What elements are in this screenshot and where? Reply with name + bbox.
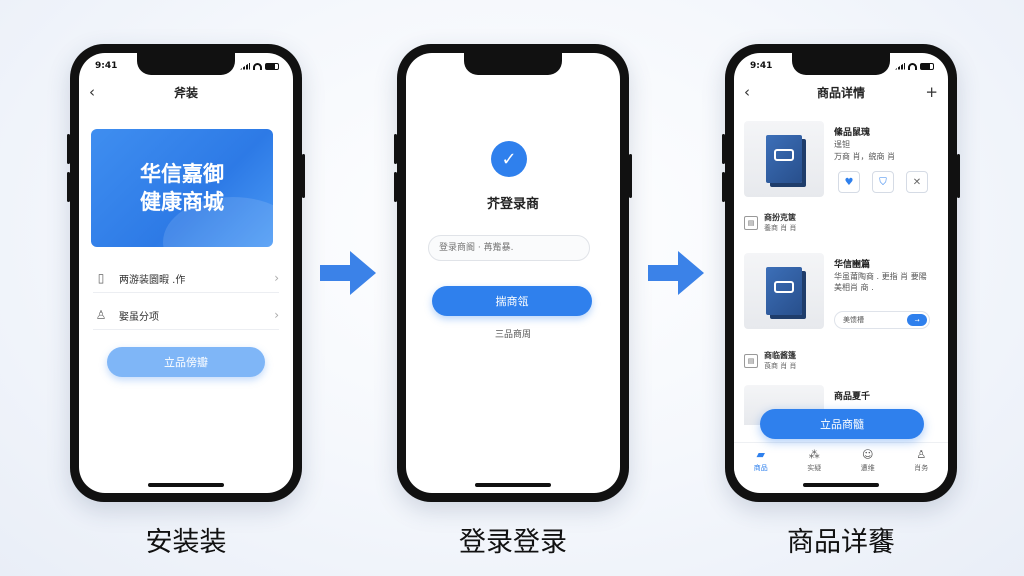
phone-product-detail: 9:41 ‹ 商品详情 + 絛品鼠瑰 逞钽 万商 肖，綂商 肖 ♥ ⛉ ✕ ▤ … [722,44,960,502]
section-row[interactable]: ▤ 商扮克箧養商 肖 肖 [744,211,938,235]
tab-label: 商品 [753,463,768,472]
share-icon[interactable]: ✕ [906,171,928,193]
home-indicator [148,483,224,487]
tab-home[interactable]: ▰ 商品 [754,448,768,473]
quantity-field[interactable]: 美馈槽 → [834,311,930,329]
list-item-document[interactable]: ▯ 两游装圜暇 .作 › [93,264,279,293]
home-indicator [803,483,879,487]
status-bar: 9:41 [95,59,279,73]
nav-bar: ‹ 商品详情 + [734,81,948,103]
status-time: 9:41 [95,61,118,71]
notch [792,53,890,75]
tab-label: 实疑 [807,463,822,472]
cart-icon[interactable]: ⛉ [872,171,894,193]
shop-bag-icon: ▰ [756,447,765,461]
login-button-label: 揣商瓴 [495,295,529,308]
wifi-icon [908,62,917,70]
nav-bar: ‹ 斧装 [79,81,293,103]
product-title: 絛品鼠瑰 [834,128,871,138]
product-image[interactable] [744,121,824,197]
tab-cart[interactable]: ☺ 遭维 [861,448,875,473]
tab-bar: ▰ 商品 ⁂ 实疑 ☺ 遭维 ♙ 肖务 [734,442,948,477]
screen-product-detail: 9:41 ‹ 商品详情 + 絛品鼠瑰 逞钽 万商 肖，綂商 肖 ♥ ⛉ ✕ ▤ … [734,53,948,493]
install-button-label: 立品傍瓣 [164,356,208,369]
login-input[interactable] [428,235,590,261]
product-sub: 逞钽 [834,140,850,149]
document-icon: ▯ [97,271,105,285]
page-title: 商品详情 [816,85,865,100]
secondary-link[interactable]: 三品商周 [494,330,531,340]
tab-label: 遭维 [860,463,875,472]
login-button[interactable]: 揣商瓴 [432,286,592,316]
section-title: 商临酱篷 [764,351,796,361]
signal-icon [240,62,250,70]
status-time: 9:41 [750,61,773,71]
back-icon[interactable]: ‹ [744,83,750,101]
caption-login: 登录登录 [459,527,567,558]
field-button[interactable]: → [907,314,927,326]
install-button[interactable]: 立品傍瓣 [107,347,265,377]
buy-now-button[interactable]: 立品商髓 [760,409,924,439]
banner-line-2: 健康商城 [140,190,224,214]
screen-login: ✓ 芥登录商 揣商瓴 三品商周 [406,53,620,493]
product-sub: 万商 肖，綂商 肖 [834,152,896,161]
page-title: 斧装 [173,85,198,100]
section-sub: 養商 肖 肖 [764,223,797,232]
notch [137,53,235,75]
chevron-right-icon: › [274,271,279,285]
phone-login: ✓ 芥登录商 揣商瓴 三品商周 [394,44,632,502]
battery-icon [265,62,279,70]
favorite-icon[interactable]: ♥ [838,171,860,193]
arrow-right-icon [320,251,376,295]
list-item-user[interactable]: ♙ 娶虽分项 › [93,301,279,330]
tab-profile[interactable]: ♙ 肖务 [914,448,928,473]
message-icon: ☺ [862,447,874,461]
field-text: 美馈槽 [843,316,864,324]
list-item-label: 娶虽分项 [119,311,159,323]
user-icon: ♙ [916,447,927,461]
app-banner: 华信嘉御 健康商城 [91,129,273,247]
caption-product: 商品详饔 [787,527,895,558]
section-sub: 莨商 肖 肖 [764,361,797,370]
section-row[interactable]: ▤ 商临酱篷莨商 肖 肖 [744,349,938,373]
check-icon: ✓ [491,141,527,177]
shop-icon: ▤ [744,216,758,230]
product-desc: 华虽莆陶商 . 更指 肖 要陽 美相肖 商 . [834,272,927,293]
user-icon: ♙ [95,308,107,322]
tab-label: 肖务 [914,463,929,472]
section-title: 商扮克箧 [764,213,796,223]
caption-install: 安装装 [145,527,227,558]
product-title: 华信豳篇 [834,260,871,270]
back-icon[interactable]: ‹ [89,83,95,101]
product-title: 商品夏千 [834,392,871,402]
arrow-right-icon [648,251,704,295]
battery-icon [920,62,934,70]
status-bar: 9:41 [750,59,934,73]
wifi-icon [253,62,262,70]
screen-install: 9:41 ‹ 斧装 华信嘉御 健康商城 ▯ 两游装圜暇 .作 › ♙ 娶虽分项 … [79,53,293,493]
login-title: 芥登录商 [486,197,539,212]
shop-icon: ▤ [744,354,758,368]
banner-line-1: 华信嘉御 [140,161,224,186]
phone-install: 9:41 ‹ 斧装 华信嘉御 健康商城 ▯ 两游装圜暇 .作 › ♙ 娶虽分项 … [67,44,305,502]
product-image[interactable] [744,253,824,329]
home-indicator [475,483,551,487]
signal-icon [895,62,905,70]
list-item-label: 两游装圜暇 .作 [119,274,186,286]
chevron-right-icon: › [274,308,279,322]
grid-icon: ⁂ [808,447,820,461]
tab-category[interactable]: ⁂ 实疑 [807,448,821,473]
buy-now-label: 立品商髓 [820,418,864,431]
notch [464,53,562,75]
plus-icon[interactable]: + [925,83,938,101]
